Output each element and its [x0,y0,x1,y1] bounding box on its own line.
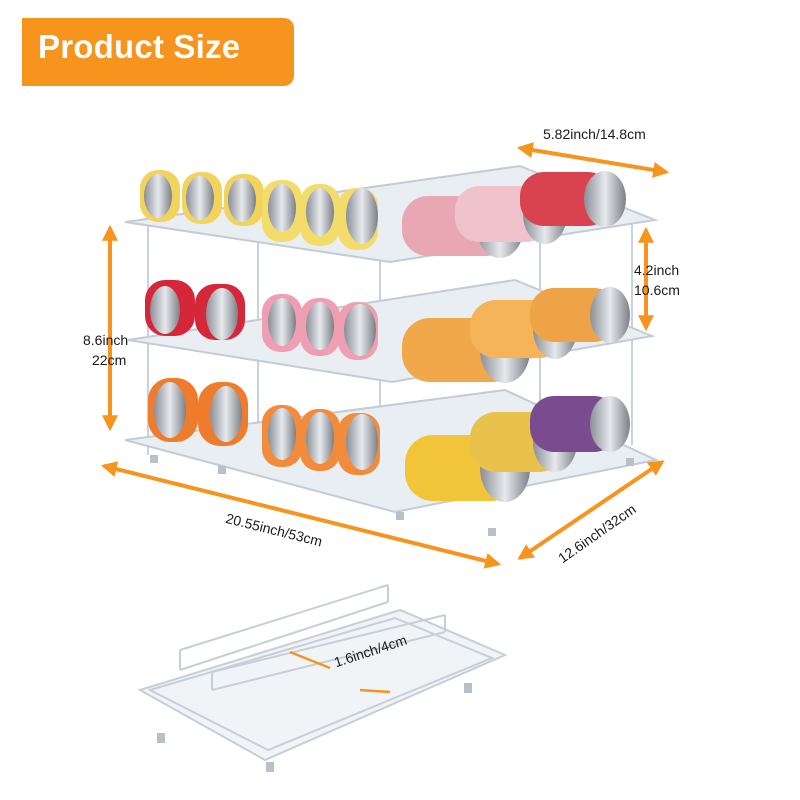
top-depth-arrow [516,142,670,178]
can-group-top-middle [262,180,378,250]
tray-illustration [137,584,508,772]
rail-height-arrow-left [289,650,331,670]
tier-height-label-cm: 10.6cm [634,282,680,298]
bottom-tier [124,378,660,536]
tier-height-label-in: 4.2inch [634,262,680,278]
dimension-arrows [100,142,670,694]
can-group-top-left [140,170,264,226]
title: Product Size [38,28,241,65]
can-group-middle-middle [262,294,378,360]
width-arrow [100,461,502,569]
total-height-label-in: 8.6inch [83,332,129,348]
can-group-bottom-middle [262,405,380,475]
total-height-label-cm: 22cm [92,352,127,368]
middle-tier [127,278,656,384]
can-group-top-right [402,171,626,258]
top-tier [124,164,659,264]
title-badge [22,18,294,86]
depth-arrow [517,460,665,560]
can-group-middle-right [402,287,630,383]
top-depth-label: 5.82inch/14.8cm [543,126,646,142]
can-group-middle-left [145,280,245,340]
rail-height-arrow-right [359,688,391,694]
can-group-bottom-left [148,378,248,446]
